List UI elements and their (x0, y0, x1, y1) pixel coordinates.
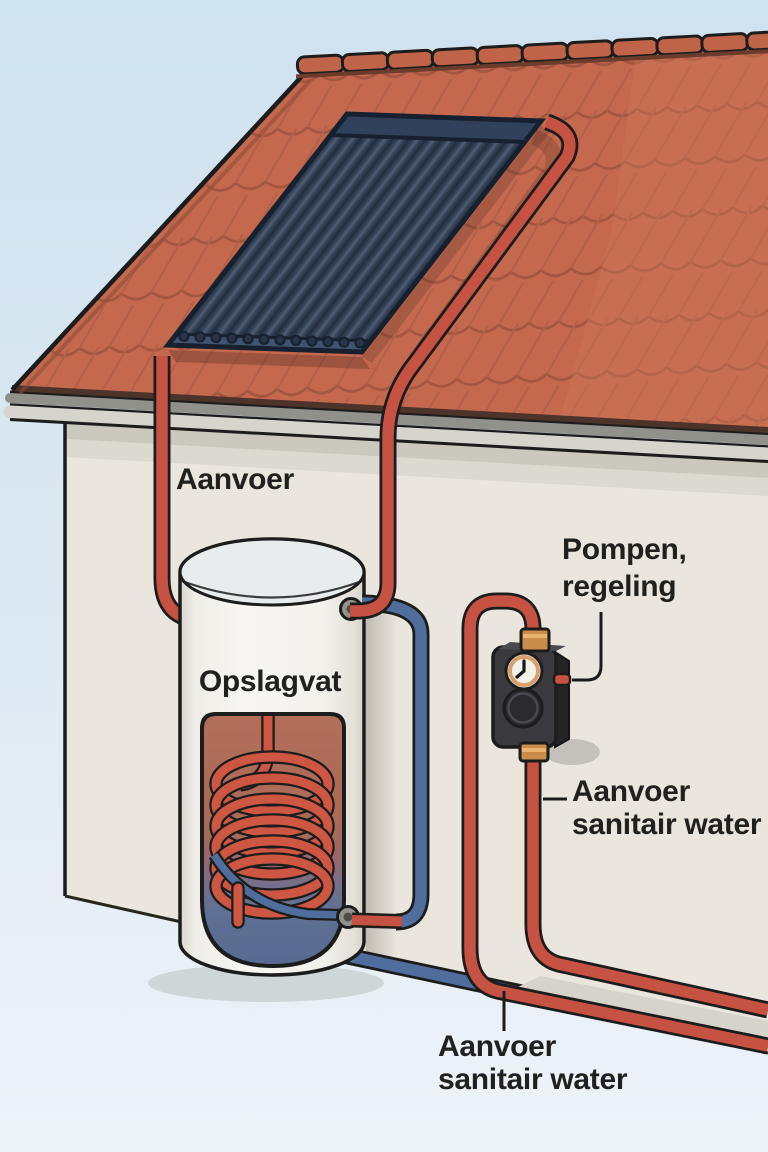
label-sanitary-bottom-line1: Aanvoer (438, 1030, 557, 1063)
label-supply-top: Aanvoer (176, 463, 295, 496)
label-sanitary-bottom-line2: sanitair water (438, 1063, 628, 1096)
diagram-labels: Aanvoer Opslagvat Pompen, regeling Aanvo… (176, 463, 762, 1096)
label-pump-line1: Pompen, (562, 533, 687, 566)
label-pump-line2: regeling (562, 570, 676, 603)
collector-frame (163, 111, 546, 355)
hot-pipe-collector-return (350, 113, 579, 620)
coil-cold-outlet (208, 851, 343, 921)
heat-exchanger-coil (209, 750, 335, 920)
storage-tank (178, 537, 366, 977)
collector-shadow (168, 350, 370, 369)
label-sanitary-right-line2: sanitair water (572, 808, 762, 841)
pump-knob-ring (507, 692, 539, 724)
timer-dial-ring (508, 655, 540, 687)
ridge-caps (295, 29, 768, 79)
pump-top-fitting (519, 627, 551, 653)
pipe-shadow-stripe (518, 976, 768, 1037)
rake-inner-shade (18, 79, 312, 395)
hot-pipe-arch-and-base (461, 592, 768, 1055)
label-storage-tank: Opslagvat (199, 665, 342, 698)
clock-hands-icon (515, 659, 526, 679)
collector-tubes (168, 135, 525, 352)
leader-lines (502, 612, 603, 1031)
pump-control-unit (491, 627, 600, 765)
cold-pipe-vertical (361, 594, 430, 931)
collector-tube-ends (178, 330, 366, 349)
tank-ground-shadow (148, 964, 384, 1002)
roof-rake-edge (10, 73, 305, 392)
tank-lid (178, 537, 366, 607)
pump-sensor-nub (552, 672, 572, 687)
tank-lid-lip (181, 579, 363, 599)
collector-side-shadow (362, 126, 550, 363)
hot-pipe-pump-bottom (524, 748, 768, 1019)
roof-light-region (560, 41, 768, 428)
fitting-highlight-bottom (522, 748, 546, 752)
leader-pump-label (572, 612, 603, 682)
wall-eave-shadow-soft (65, 439, 768, 496)
tank-wall-shadow (366, 600, 398, 956)
pump-knob (502, 687, 544, 729)
solar-collector (163, 111, 550, 369)
wall-eave-shadow (65, 421, 768, 478)
label-sanitary-right-line1: Aanvoer (572, 775, 691, 808)
hot-stub-lower-port (351, 912, 403, 929)
fitting-highlight-top (523, 634, 547, 638)
